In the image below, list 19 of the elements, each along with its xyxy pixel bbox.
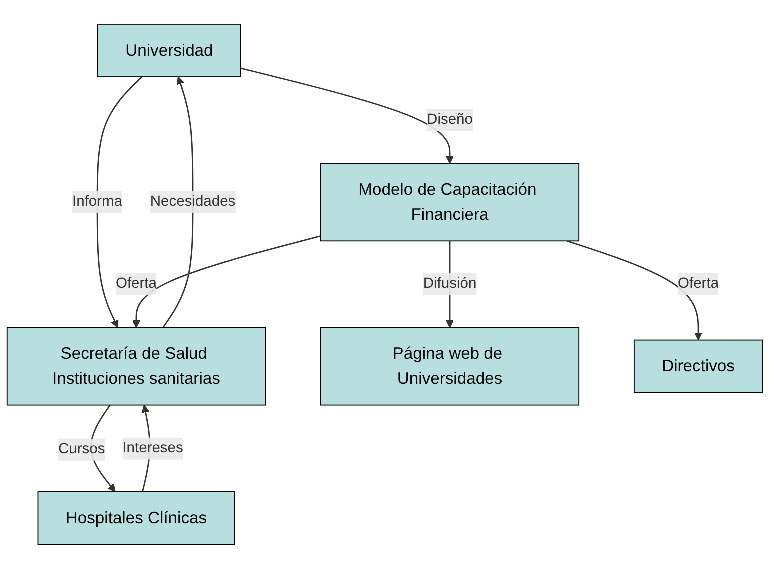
- edge-label: Oferta: [116, 276, 157, 292]
- node-box: Secretaría de Salud Instituciones sanitarias: [6, 327, 266, 406]
- arrow: [567, 240, 703, 341]
- node-box: Directivos: [634, 340, 764, 394]
- edge-label: Difusión: [423, 276, 477, 292]
- node-box: Página web de Universidades: [320, 327, 580, 406]
- arrow: [132, 236, 322, 328]
- arrow: [240, 68, 454, 164]
- edge-label: Diseño: [427, 112, 473, 128]
- edge-label: Oferta: [678, 276, 720, 292]
- node-box: Universidad: [98, 24, 242, 78]
- arrow: [162, 76, 194, 328]
- edge-label: Intereses: [122, 440, 184, 456]
- node-box: Modelo de Capacitación Financiera: [320, 163, 580, 242]
- edge-label: Necesidades: [150, 194, 236, 210]
- arrow: [96, 76, 143, 328]
- edge-label: Informa: [72, 194, 123, 210]
- edge-label: Cursos: [58, 442, 106, 458]
- node-box: Hospitales Clínicas: [38, 492, 236, 545]
